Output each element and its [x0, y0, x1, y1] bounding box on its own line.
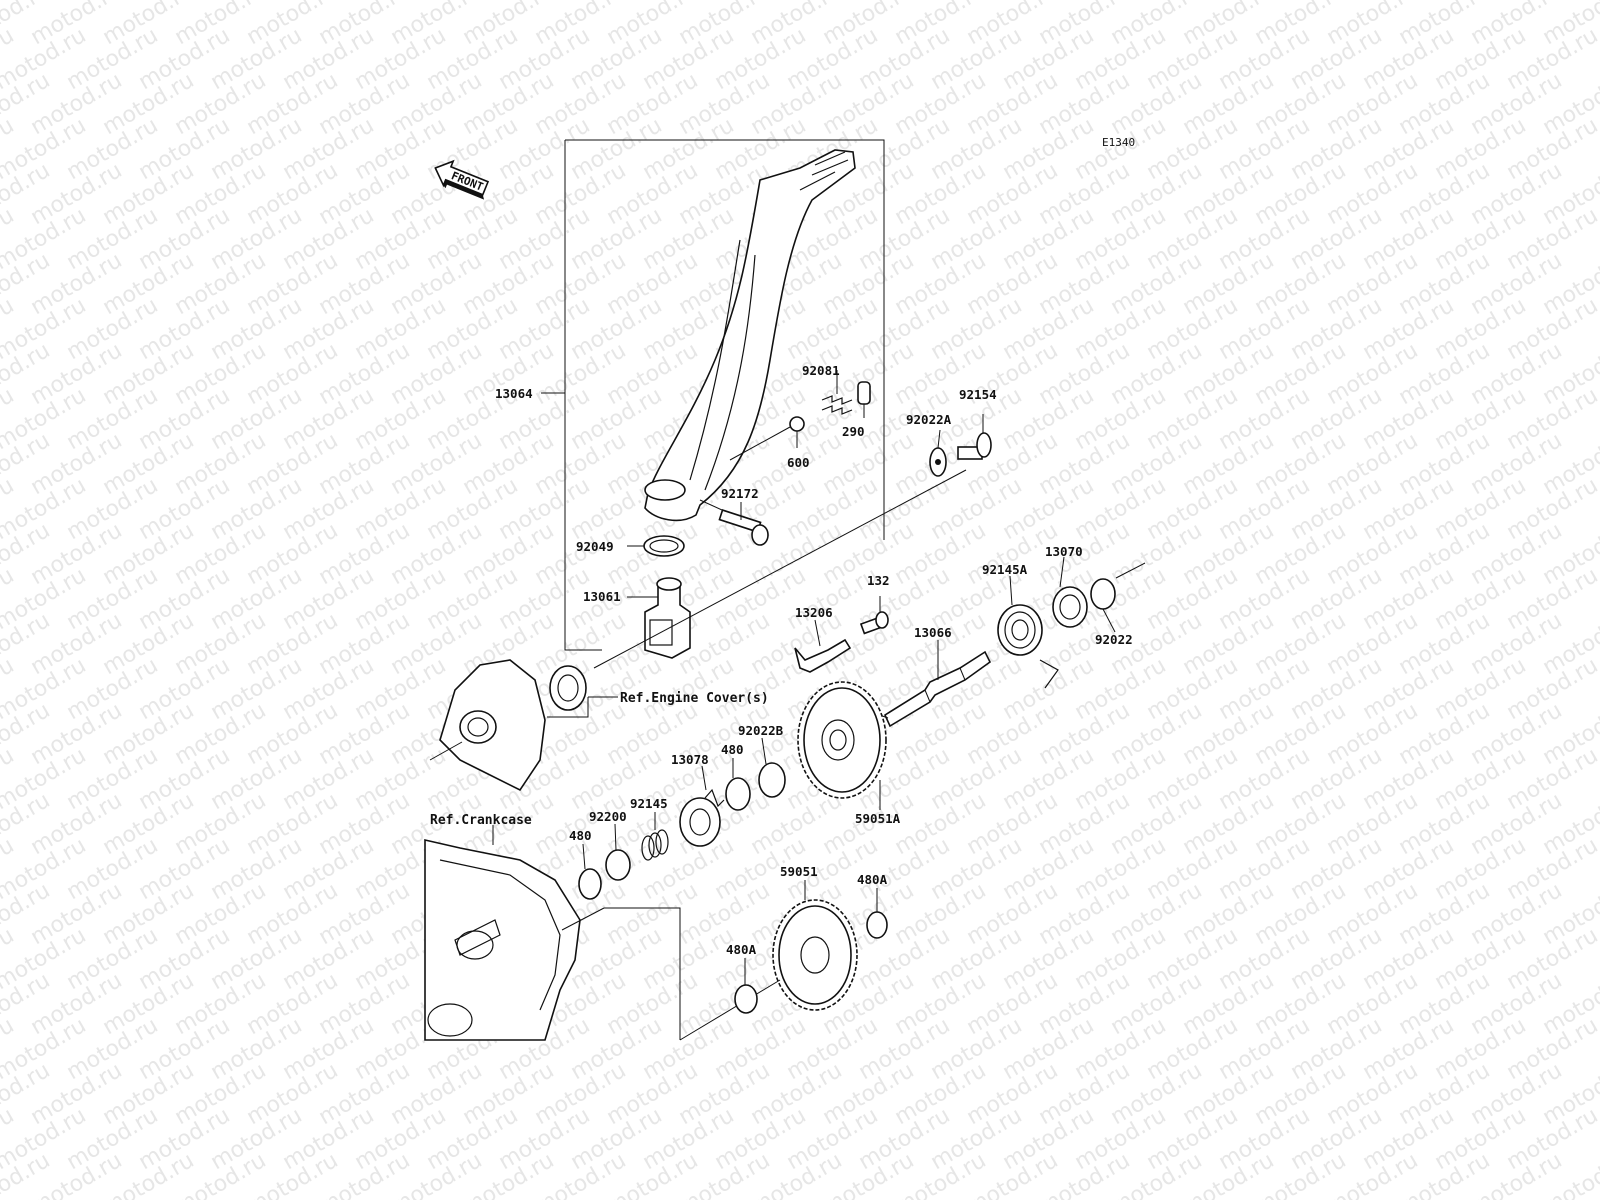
part-label-92049: 92049: [576, 539, 614, 554]
part-label-13206: 13206: [795, 605, 833, 620]
bolt-132-part: [859, 611, 889, 635]
washer-92022-part: [1090, 578, 1116, 610]
front-arrow-icon: FRONT: [434, 159, 490, 200]
part-label-480a-right: 480A: [857, 872, 888, 887]
part-label-92022a: 92022A: [906, 412, 952, 427]
bolt-92172-part: [718, 509, 769, 546]
spring-92081-part: [821, 395, 853, 415]
part-label-13066: 13066: [914, 625, 952, 640]
shaft-13066-part: [883, 650, 992, 728]
part-label-92145a: 92145A: [982, 562, 1028, 577]
part-label-13061: 13061: [583, 589, 621, 604]
engine-cover-part: [429, 659, 546, 792]
gear-59051a-part: [797, 681, 887, 799]
part-label-92172: 92172: [721, 486, 759, 501]
bolt-92154-part: [957, 432, 992, 460]
part-label-59051a: 59051A: [855, 811, 901, 826]
part-label-480-lower: 480: [569, 828, 592, 843]
washer-92022b-part: [758, 762, 786, 798]
oil-seal-part: [549, 665, 587, 711]
stopper-plate-13206-part: [794, 638, 852, 673]
part-label-92154: 92154: [959, 387, 997, 402]
part-label-600: 600: [787, 455, 810, 470]
kick-lever-part: [644, 149, 856, 522]
diagram-code: E1340: [1102, 136, 1135, 149]
part-label-480-upper: 480: [721, 742, 744, 757]
part-label-480a-left: 480A: [726, 942, 757, 957]
part-label-13064: 13064: [495, 386, 533, 401]
part-label-59051: 59051: [780, 864, 818, 879]
part-label-92200: 92200: [589, 809, 627, 824]
part-label-290: 290: [842, 424, 865, 439]
ref-crankcase-label: Ref.Crankcase: [430, 813, 532, 828]
circlip-480a-left-part: [734, 984, 758, 1014]
crankcase-part: [424, 838, 581, 1041]
spring-92145-part: [641, 829, 669, 861]
collar-13070-part: [1052, 586, 1088, 628]
washer-92200-part: [605, 849, 631, 881]
circlip-480a-right-part: [866, 911, 888, 939]
part-label-92145: 92145: [630, 796, 668, 811]
boss-13061-part: [644, 577, 691, 659]
part-label-92081: 92081: [802, 363, 840, 378]
part-label-92022b: 92022B: [738, 723, 784, 738]
part-label-13078: 13078: [671, 752, 709, 767]
plug-290-part: [857, 381, 871, 405]
gear-59051-part: [772, 899, 858, 1011]
ball-600-part: [789, 416, 805, 432]
ratchet-13078-part: [679, 788, 725, 847]
spring-92145a-part: [997, 604, 1059, 689]
part-label-92022: 92022: [1095, 632, 1133, 647]
kick-lever-assembly-box: [541, 139, 885, 651]
circlip-480-upper-part: [725, 777, 751, 811]
ref-engine-cover-label: Ref.Engine Cover(s): [620, 691, 769, 706]
part-label-13070: 13070: [1045, 544, 1083, 559]
circlip-480-lower-part: [578, 868, 602, 900]
part-label-132: 132: [867, 573, 890, 588]
